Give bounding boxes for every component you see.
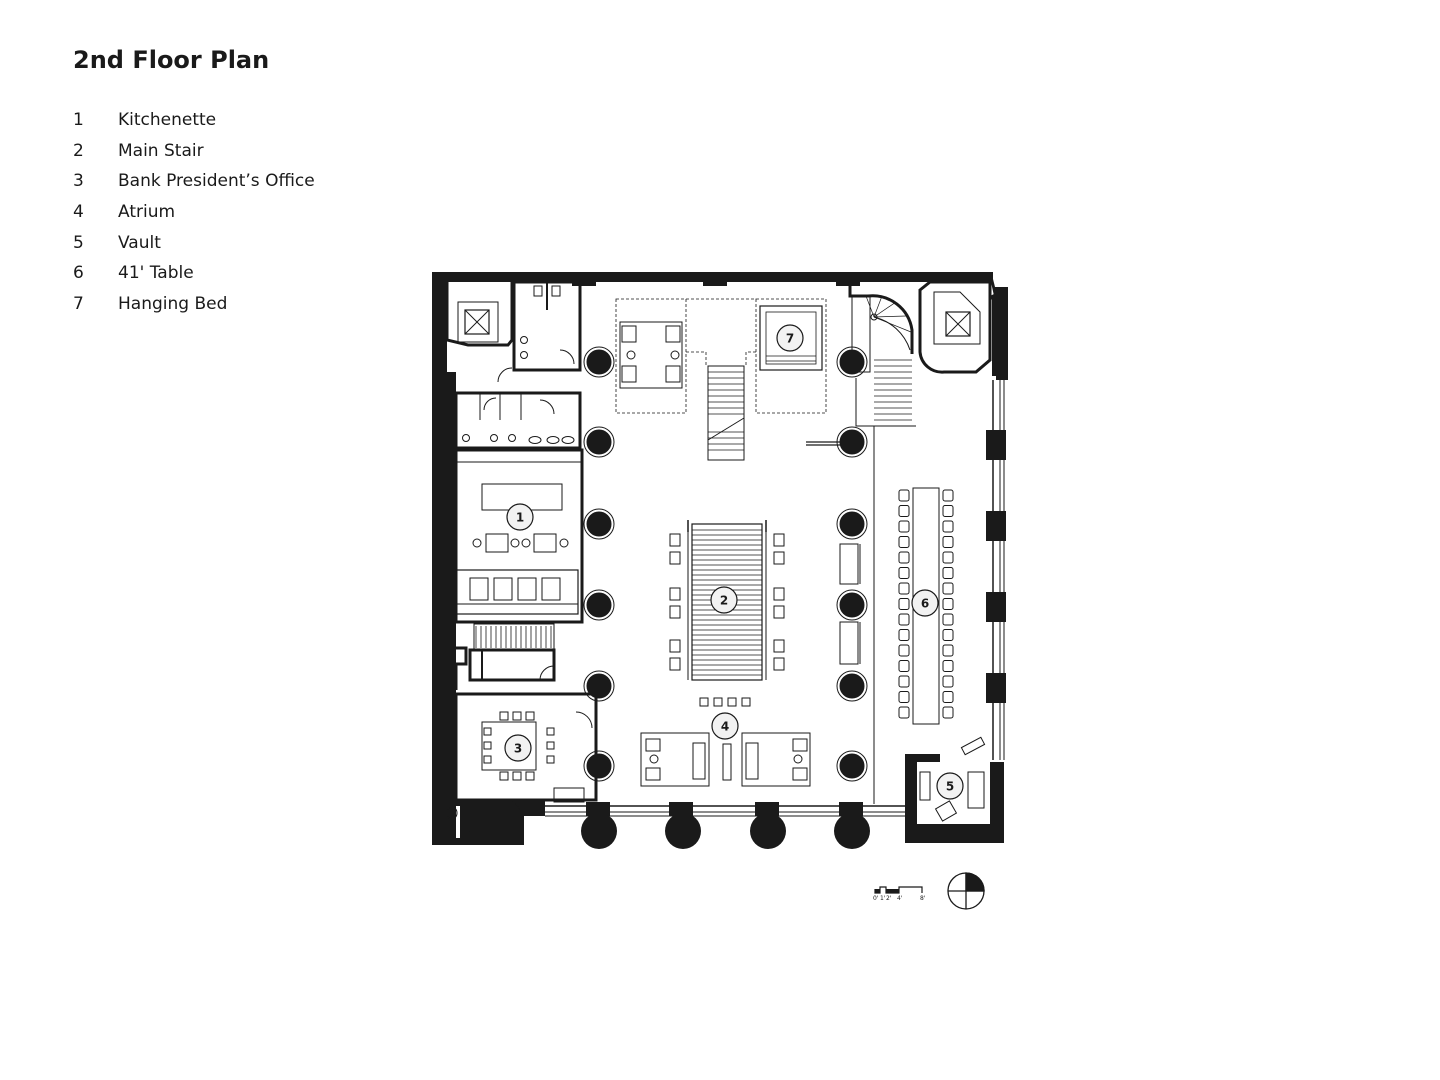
legend-item: 1 Kitchenette (73, 105, 315, 136)
legend-number: 6 (73, 263, 84, 284)
legend-item: 2 Main Stair (73, 136, 315, 167)
table-chair (898, 520, 910, 533)
table-chair (942, 598, 954, 610)
legend-item: 7 Hanging Bed (73, 289, 315, 320)
table-chair (898, 489, 910, 502)
table-chair (898, 598, 910, 610)
legend-label: Atrium (118, 202, 176, 223)
table-chair (898, 691, 910, 703)
table-chair (898, 582, 910, 595)
table-chair (898, 675, 910, 688)
table-chair (942, 613, 954, 626)
callout-label: 3 (514, 742, 522, 756)
vault-furniture (919, 736, 986, 822)
table-chair (942, 489, 954, 502)
table-chair (942, 706, 954, 719)
top-wall-details (572, 281, 860, 286)
table-chair (942, 582, 954, 595)
atrium-seating (640, 441, 861, 787)
table-chair (942, 520, 954, 533)
callout-7: 7 (776, 324, 804, 352)
table-chair (898, 644, 910, 657)
table-chair (942, 660, 954, 672)
right-facade (986, 380, 1006, 760)
scale-label: 1' (880, 895, 886, 902)
callout-6: 6 (911, 589, 939, 617)
table-chair (898, 613, 910, 626)
bottom-facade (545, 802, 905, 849)
table-chair (898, 567, 910, 579)
callout-label: 4 (721, 720, 729, 734)
right-core (848, 280, 992, 804)
scale-bar: 0' 1' 2' 4' 8' (873, 886, 926, 902)
legend-label: Bank President’s Office (118, 171, 315, 192)
legend-number: 4 (73, 202, 84, 223)
scale-label: 0' (873, 895, 879, 902)
table-chair (898, 629, 910, 641)
legend-label: Kitchenette (118, 110, 217, 131)
callout-label: 5 (946, 780, 954, 794)
table-chair (942, 644, 954, 657)
table-chair (942, 505, 954, 517)
table-chair (898, 536, 910, 548)
table-chair (942, 536, 954, 548)
scale-label: 4' (897, 895, 903, 902)
room-callouts: 1 2 3 4 5 6 7 (504, 324, 964, 800)
callout-label: 6 (921, 597, 929, 611)
callout-5: 5 (936, 772, 964, 800)
table-chair (942, 551, 954, 564)
legend-item: 3 Bank President’s Office (73, 166, 315, 197)
north-arrow-icon (947, 872, 985, 910)
callout-4: 4 (711, 712, 739, 740)
left-service-core (445, 280, 598, 834)
legend-number: 7 (73, 293, 84, 314)
callout-label: 7 (786, 332, 794, 346)
legend-item: 4 Atrium (73, 197, 315, 228)
scale-label: 8' (920, 895, 926, 902)
table-chair (898, 551, 910, 564)
table-chair (942, 629, 954, 641)
callout-label: 2 (720, 594, 728, 608)
scale-label: 2' (886, 895, 892, 902)
legend-number: 5 (73, 232, 84, 253)
legend-item: 6 41' Table (73, 258, 315, 289)
legend-number: 1 (73, 110, 84, 131)
callout-2: 2 (710, 586, 738, 614)
room-legend: 1 Kitchenette 2 Main Stair 3 Bank President… (73, 105, 315, 319)
table-chair (898, 706, 910, 719)
legend-label: Hanging Bed (118, 293, 228, 314)
callout-label: 1 (516, 511, 524, 525)
legend-item: 5 Vault (73, 227, 315, 258)
callout-1: 1 (506, 503, 534, 531)
legend-number: 3 (73, 171, 84, 192)
table-chair (942, 675, 954, 688)
table-chair (942, 691, 954, 703)
table-chair (898, 505, 910, 517)
legend-label: Main Stair (118, 140, 204, 161)
exterior-walls (432, 272, 1008, 845)
legend-number: 2 (73, 140, 84, 161)
table-chair (942, 567, 954, 579)
page-title: 2nd Floor Plan (73, 46, 270, 74)
callout-3: 3 (504, 734, 532, 762)
legend-label: 41' Table (118, 263, 194, 284)
main-stair (615, 298, 827, 707)
legend-label: Vault (118, 232, 161, 253)
table-chair (898, 660, 910, 672)
